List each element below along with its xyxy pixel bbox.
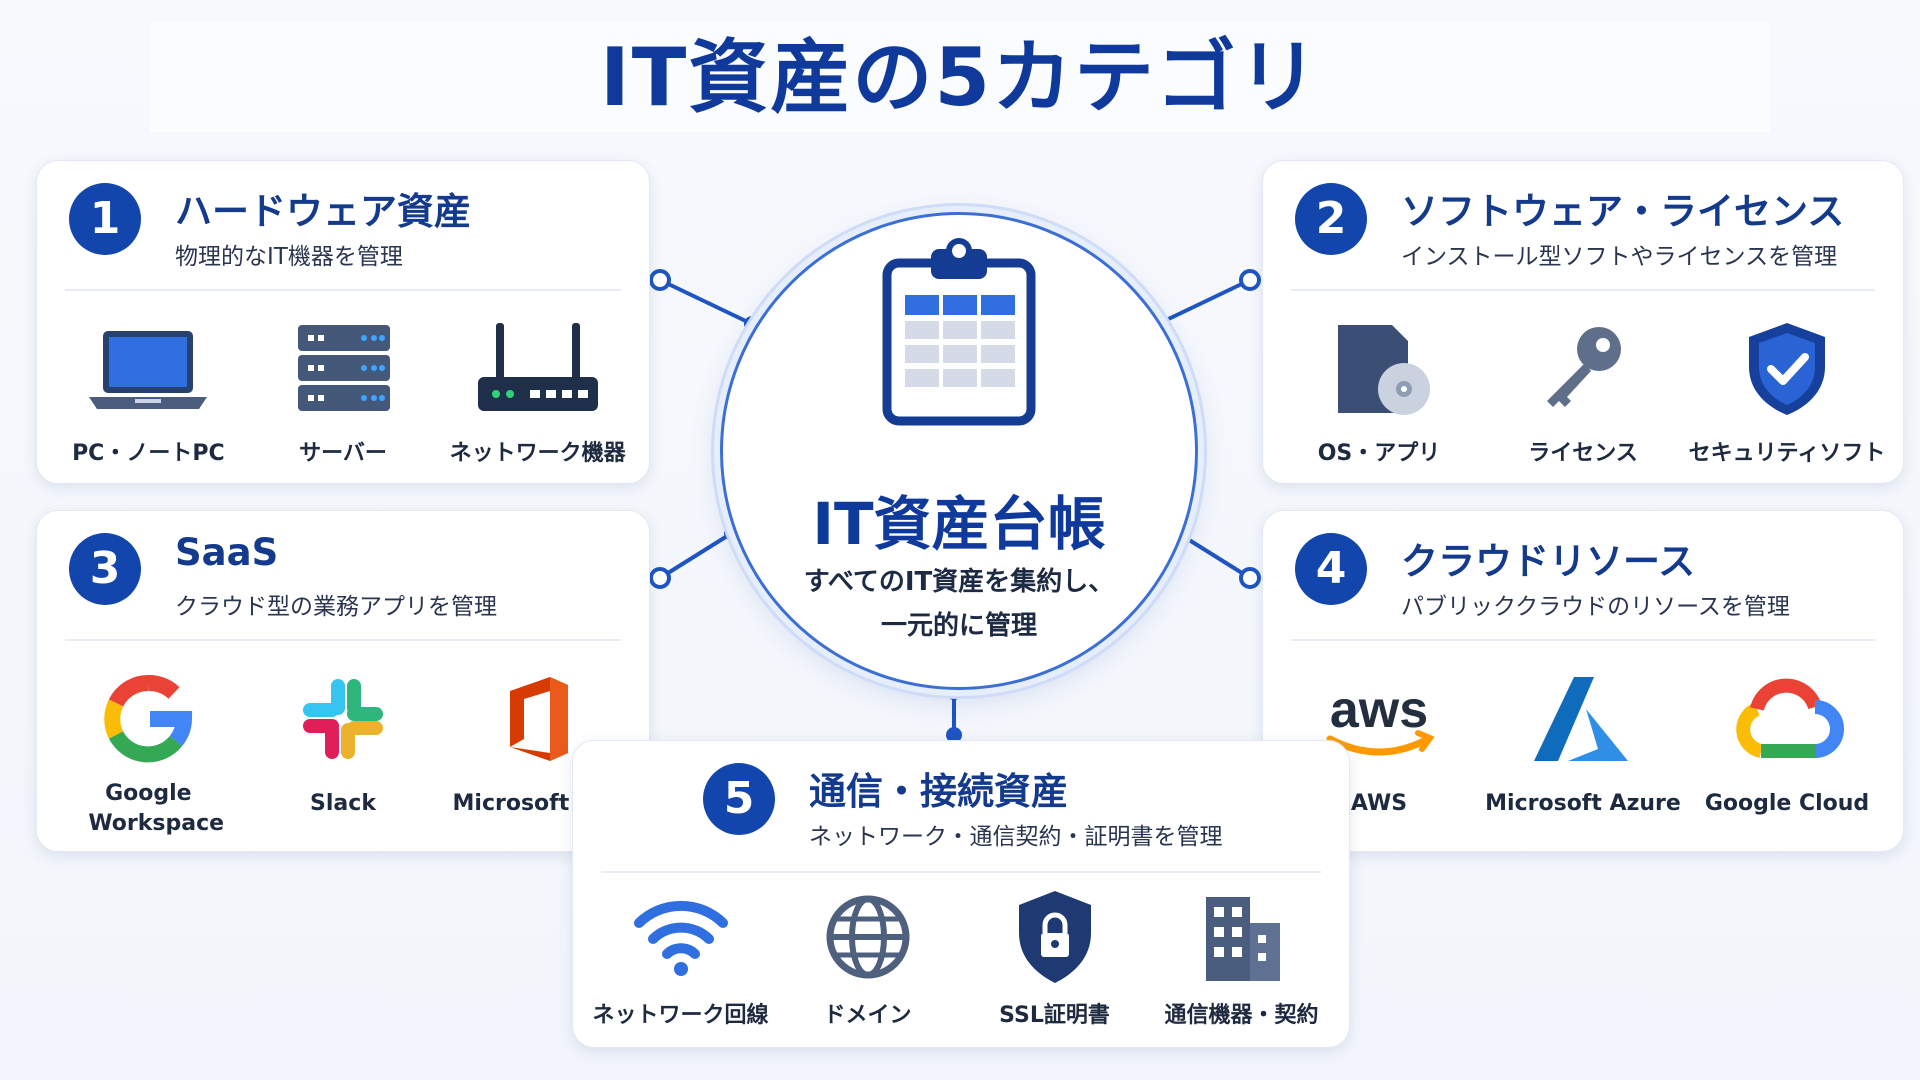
hub-description: すべてのIT資産を集約し、 一元的に管理 (723, 560, 1195, 648)
divider (1291, 639, 1875, 641)
category-number-badge: 1 (69, 183, 141, 255)
category-card-cloud: 4 クラウドリソース パブリッククラウドのリソースを管理 aws AWS Mic… (1262, 510, 1904, 852)
asset-item-label: PC・ノートPC (72, 441, 225, 466)
category-subtitle: ネットワーク・通信契約・証明書を管理 (809, 824, 1223, 850)
page-title: IT資産の5カテゴリ (600, 31, 1320, 124)
category-card-software: 2 ソフトウェア・ライセンス インストール型ソフトやライセンスを管理 OS・アプ… (1262, 160, 1904, 484)
asset-item-label: SSL証明書 (999, 1003, 1110, 1028)
category-title: SaaS (175, 531, 279, 574)
category-number-badge: 2 (1295, 183, 1367, 255)
hub-desc-line2: 一元的に管理 (880, 611, 1037, 641)
asset-item-security-software: セキュリティソフト (1685, 311, 1889, 469)
clipboard-table-icon (882, 238, 1036, 426)
asset-item-os-app: OS・アプリ (1277, 311, 1481, 469)
aws-logo-icon: aws (1326, 681, 1435, 756)
category-subtitle: 物理的なIT機器を管理 (175, 244, 403, 270)
slack-logo-icon (303, 679, 383, 759)
google-logo-icon (104, 675, 193, 763)
category-subtitle: クラウド型の業務アプリを管理 (175, 594, 497, 620)
lock-shield-icon (1018, 891, 1091, 983)
key-icon (1547, 327, 1621, 407)
asset-item-aws: aws AWS (1277, 661, 1481, 837)
globe-icon (826, 895, 909, 979)
asset-item-label: ネットワーク機器 (449, 441, 626, 466)
asset-item-label: 通信機器・契約 (1164, 1003, 1319, 1028)
divider (1291, 289, 1875, 291)
asset-item-network-line: ネットワーク回線 (587, 879, 774, 1033)
azure-logo-icon (1534, 677, 1628, 761)
asset-item-label: Google Cloud (1704, 791, 1870, 816)
asset-item-label: Google Workspace (88, 781, 225, 836)
asset-item-license: ライセンス (1481, 311, 1685, 469)
asset-item-label: ドメイン (823, 1003, 912, 1028)
category-card-saas: 3 SaaS クラウド型の業務アプリを管理 Google Workspace (36, 510, 650, 852)
asset-item-ssl: SSL証明書 (961, 879, 1148, 1033)
category-number-badge: 4 (1295, 533, 1367, 605)
google-cloud-logo-icon (1736, 678, 1844, 758)
asset-item-label: ライセンス (1528, 441, 1638, 466)
shield-check-icon (1749, 323, 1825, 415)
asset-item-label: サーバー (299, 441, 387, 466)
building-icon (1205, 897, 1280, 981)
divider (601, 871, 1321, 873)
asset-item-pc: PC・ノートPC (51, 311, 246, 469)
asset-item-google-cloud: Google Cloud (1685, 661, 1889, 837)
asset-item-slack: Slack (246, 661, 441, 837)
title-band (150, 22, 1770, 132)
asset-item-domain: ドメイン (774, 879, 961, 1033)
category-subtitle: インストール型ソフトやライセンスを管理 (1401, 244, 1838, 270)
category-title: 通信・接続資産 (809, 770, 1068, 813)
asset-item-label: セキュリティソフト (1688, 441, 1886, 466)
asset-item-label: OS・アプリ (1317, 441, 1441, 466)
asset-item-google-workspace: Google Workspace (51, 661, 246, 837)
asset-item-label: AWS (1350, 791, 1408, 816)
router-icon (477, 323, 598, 411)
category-number-badge: 5 (703, 763, 775, 835)
asset-item-comm-equipment: 通信機器・契約 (1148, 879, 1335, 1033)
asset-item-label: ネットワーク回線 (592, 1003, 769, 1028)
asset-item-network-device: ネットワーク機器 (440, 311, 635, 469)
divider (65, 639, 621, 641)
asset-item-label: Slack (310, 791, 376, 816)
category-title: ハードウェア資産 (175, 190, 471, 233)
hub-desc-line1: すべてのIT資産を集約し、 (803, 567, 1115, 597)
software-disc-icon (1338, 325, 1430, 415)
wifi-icon (633, 900, 728, 976)
category-card-communication: 5 通信・接続資産 ネットワーク・通信契約・証明書を管理 ネットワーク回線 ドメ… (572, 740, 1350, 1048)
category-title: クラウドリソース (1401, 540, 1696, 583)
server-icon (298, 325, 390, 411)
office-logo-icon (509, 677, 568, 761)
laptop-icon (89, 331, 208, 409)
hub-title: IT資産台帳 (812, 490, 1106, 558)
svg-text:aws: aws (1330, 681, 1428, 739)
asset-ledger-hub: IT資産台帳 すべてのIT資産を集約し、 一元的に管理 (720, 212, 1198, 690)
category-card-hardware: 1 ハードウェア資産 物理的なIT機器を管理 PC・ノートPC (36, 160, 650, 484)
divider (65, 289, 621, 291)
asset-item-label: Microsoft Azure (1485, 791, 1681, 816)
category-subtitle: パブリッククラウドのリソースを管理 (1401, 594, 1790, 620)
asset-item-server: サーバー (246, 311, 441, 469)
category-title: ソフトウェア・ライセンス (1401, 190, 1845, 233)
category-number-badge: 3 (69, 533, 141, 605)
asset-item-azure: Microsoft Azure (1481, 661, 1685, 837)
